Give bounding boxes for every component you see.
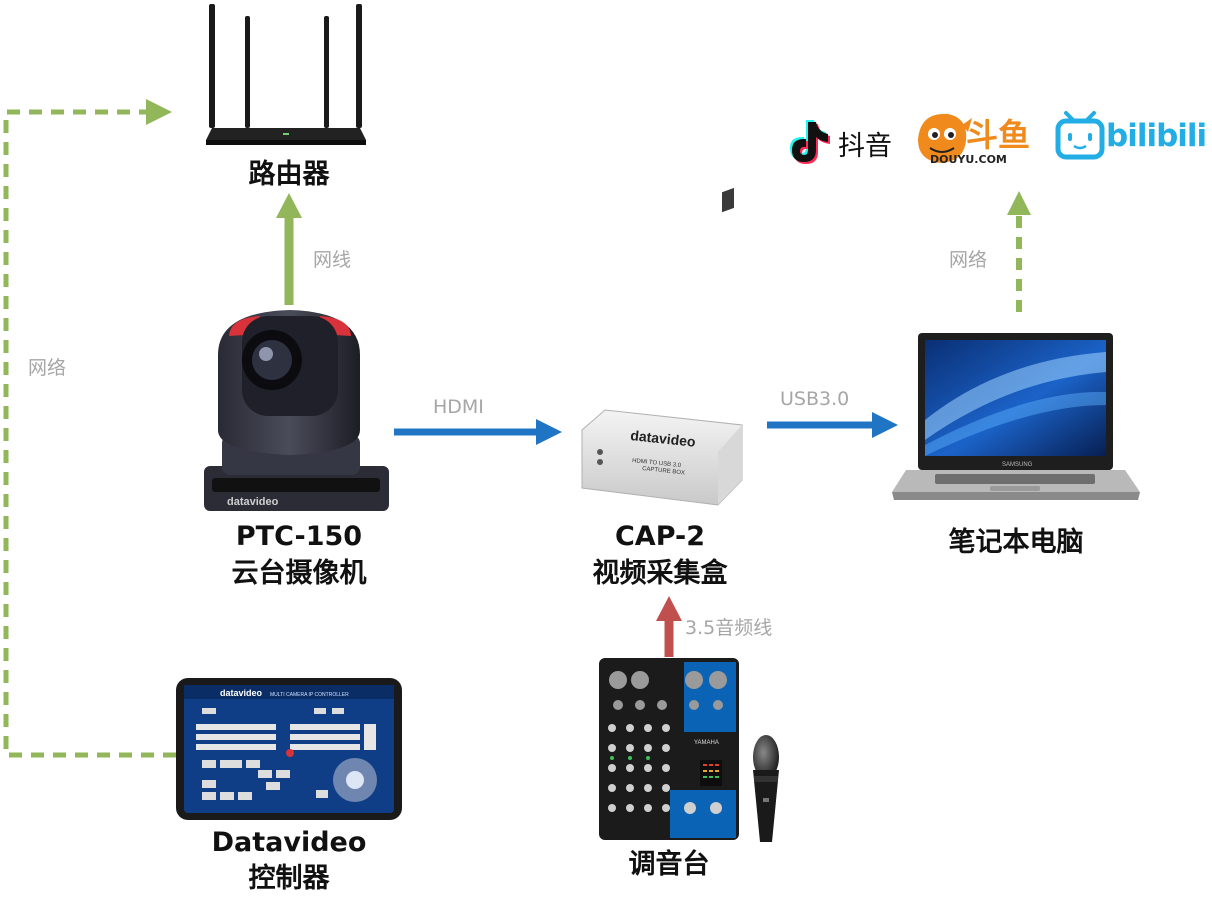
arrow-up-icon [656,596,682,621]
douyin-icon [790,120,830,164]
controller-brand-text: datavideo [220,688,263,698]
controller-name-label: Datavideo [211,827,367,858]
capture-brand-text: datavideo [630,427,697,450]
laptop-brand-text: SAMSUNG [1002,462,1033,468]
controller-router-connection-label: 网络 [28,357,67,379]
hdmi-connection-label: HDMI [433,396,484,418]
camera-brand-text: datavideo [227,496,279,508]
connection-camera-capture [394,419,562,445]
mixer-brand-text: YAMAHA [694,740,719,746]
usb-connection-label: USB3.0 [780,388,850,410]
mixer-label: 调音台 [628,849,710,880]
audio-connection-label: 3.5音频线 [685,617,773,639]
camera-router-connection-label: 网线 [313,249,352,271]
router-icon [206,4,366,145]
douyu-label: 斗鱼 [966,116,1031,154]
capture-label: 视频采集盒 [592,558,728,589]
controller-screen-title: MULTI CAMERA IP CONTROLLER [270,692,349,698]
connection-controller-router [3,99,176,758]
laptop-label: 笔记本电脑 [948,527,1084,558]
capture-box-icon: datavideo HDMI TO USB 3.0 CAPTURE BOX [581,187,743,506]
arrow-up-icon [276,193,302,218]
arrow-right-icon [536,419,562,445]
controller-label: 控制器 [248,863,330,894]
ptz-camera-icon: datavideo [204,310,389,511]
microphone-icon [753,735,779,842]
laptop-icon: SAMSUNG [892,333,1140,500]
camera-model-label: PTC-150 [235,521,363,552]
bilibili-icon [1055,111,1105,160]
camera-label: 云台摄像机 [231,558,367,589]
audio-mixer-icon: YAMAHA [599,658,739,840]
douyu-icon [918,113,972,163]
douyu-sub-label: DOUYU.COM [930,153,1007,166]
bilibili-label: bilibili [1106,118,1207,154]
douyin-label: 抖音 [838,131,892,162]
arrow-right-icon [872,412,898,438]
arrow-up-icon [1007,191,1031,215]
connection-capture-laptop [767,412,898,438]
router-label: 路由器 [248,159,330,190]
arrow-right-icon [146,99,172,125]
capture-device-text-2: CAPTURE BOX [642,466,685,476]
connection-camera-router [276,193,302,305]
capture-device-text: HDMI TO USB 3.0 [632,458,682,469]
laptop-network-connection-label: 网络 [949,249,988,271]
tablet-controller-icon: datavideo MULTI CAMERA IP CONTROLLER [176,678,402,820]
connection-laptop-platforms [1007,191,1031,312]
capture-model-label: CAP-2 [614,521,706,552]
connection-mixer-capture [656,596,682,657]
